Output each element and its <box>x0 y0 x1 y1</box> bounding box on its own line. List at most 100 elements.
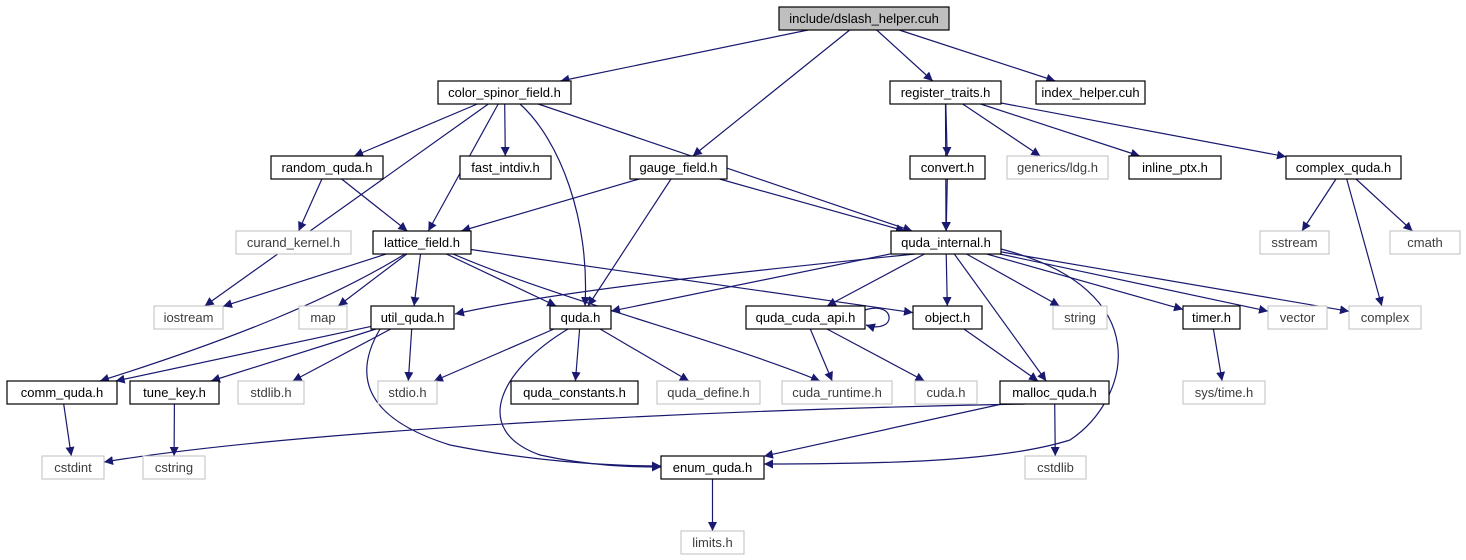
node-label-vec: vector <box>1280 310 1316 325</box>
node-label-cstdint: cstdint <box>54 460 92 475</box>
edge-quda-to-eq <box>499 328 662 472</box>
node-box-limits <box>680 530 745 555</box>
node-ldg[interactable]: generics/ldg.h <box>1006 155 1109 180</box>
node-limits[interactable]: limits.h <box>680 530 745 555</box>
node-lf[interactable]: lattice_field.h <box>372 230 472 255</box>
edge-obj-to-mq <box>963 328 1039 382</box>
edge-root-to-gf <box>692 29 851 157</box>
node-ios[interactable]: iostream <box>153 305 224 330</box>
node-box-uq <box>370 305 455 330</box>
node-stdio[interactable]: stdio.h <box>377 380 438 405</box>
node-qca[interactable]: quda_cuda_api.h <box>745 305 866 330</box>
node-label-cmath: cmath <box>1407 235 1442 250</box>
node-stdlib[interactable]: stdlib.h <box>237 380 305 405</box>
edge-uq-to-tk <box>210 328 377 383</box>
edge-gf-to-lf <box>461 178 640 233</box>
edge-qi-to-timer <box>986 253 1184 312</box>
node-cstring[interactable]: cstring <box>142 455 206 480</box>
node-label-rq: random_quda.h <box>281 160 372 175</box>
node-str[interactable]: string <box>1052 305 1108 330</box>
node-box-map <box>298 305 348 330</box>
node-label-mq: malloc_quda.h <box>1012 385 1097 400</box>
node-cq[interactable]: complex_quda.h <box>1285 155 1402 180</box>
node-label-qi: quda_internal.h <box>901 235 991 250</box>
node-qi[interactable]: quda_internal.h <box>890 230 1002 255</box>
node-label-conv: convert.h <box>921 160 974 175</box>
node-label-str: string <box>1064 310 1096 325</box>
node-csf[interactable]: color_spinor_field.h <box>437 80 572 105</box>
node-gf[interactable]: gauge_field.h <box>629 155 728 180</box>
node-box-comm <box>6 380 118 405</box>
node-iptx[interactable]: inline_ptx.h <box>1128 155 1222 180</box>
edge-mq-to-cstdint <box>103 403 1026 465</box>
node-comm[interactable]: comm_quda.h <box>6 380 118 405</box>
node-map[interactable]: map <box>298 305 348 330</box>
node-conv[interactable]: convert.h <box>909 155 986 180</box>
node-cmath[interactable]: cmath <box>1389 230 1461 255</box>
node-tk[interactable]: tune_key.h <box>129 380 220 405</box>
node-box-mq <box>999 380 1110 405</box>
node-cr[interactable]: cuda_runtime.h <box>781 380 893 405</box>
node-rq[interactable]: random_quda.h <box>270 155 384 180</box>
node-label-cuda: cuda.h <box>926 385 965 400</box>
node-label-uq: util_quda.h <box>381 310 445 325</box>
edge-qi-to-obj <box>942 253 952 307</box>
edge-mq-to-eq <box>763 403 1003 459</box>
node-box-quda <box>549 305 612 330</box>
node-eq[interactable]: enum_quda.h <box>660 455 765 480</box>
edge-qi-to-quda <box>610 253 892 314</box>
edge-qca-to-cr <box>809 328 833 382</box>
node-box-st <box>1182 380 1266 405</box>
node-cplx[interactable]: complex <box>1348 305 1422 330</box>
node-cstdlib[interactable]: cstdlib <box>1024 455 1087 480</box>
node-box-ss <box>1259 230 1330 255</box>
node-st[interactable]: sys/time.h <box>1182 380 1266 405</box>
edge-comm-to-cstdint <box>63 403 75 457</box>
node-label-comm: comm_quda.h <box>21 385 103 400</box>
node-ss[interactable]: sstream <box>1259 230 1330 255</box>
node-box-vec <box>1267 305 1328 330</box>
node-label-gf: gauge_field.h <box>639 160 717 175</box>
node-qc[interactable]: quda_constants.h <box>510 380 639 405</box>
node-cstdint[interactable]: cstdint <box>41 455 105 480</box>
node-root[interactable]: include/dslash_helper.cuh <box>778 6 950 31</box>
node-box-qi <box>890 230 1002 255</box>
node-label-ck: curand_kernel.h <box>247 235 340 250</box>
edge-csf-to-quda <box>519 103 591 307</box>
node-mq[interactable]: malloc_quda.h <box>999 380 1110 405</box>
node-label-rt: register_traits.h <box>901 85 991 100</box>
node-box-cr <box>781 380 893 405</box>
node-cuda[interactable]: cuda.h <box>914 380 978 405</box>
edge-lf-to-uq <box>410 253 422 307</box>
edge-rt-to-iptx <box>980 103 1140 158</box>
node-box-iptx <box>1128 155 1222 180</box>
node-box-stdlib <box>237 380 305 405</box>
edge-qi-to-str <box>966 253 1060 307</box>
node-timer[interactable]: timer.h <box>1182 305 1241 330</box>
node-label-map: map <box>310 310 335 325</box>
node-ck[interactable]: curand_kernel.h <box>235 230 352 255</box>
node-ih[interactable]: index_helper.cuh <box>1035 80 1146 105</box>
node-label-obj: object.h <box>925 310 971 325</box>
node-obj[interactable]: object.h <box>912 305 983 330</box>
node-label-qca: quda_cuda_api.h <box>756 310 856 325</box>
node-vec[interactable]: vector <box>1267 305 1328 330</box>
node-rt[interactable]: register_traits.h <box>889 80 1002 105</box>
node-label-quda: quda.h <box>561 310 601 325</box>
edge-root-to-rt <box>876 29 934 82</box>
node-box-lf <box>372 230 472 255</box>
node-uq[interactable]: util_quda.h <box>370 305 455 330</box>
node-label-cr: cuda_runtime.h <box>792 385 882 400</box>
node-label-timer: timer.h <box>1192 310 1231 325</box>
node-label-fi: fast_intdiv.h <box>471 160 539 175</box>
node-fi[interactable]: fast_intdiv.h <box>459 155 552 180</box>
node-qd[interactable]: quda_define.h <box>656 380 761 405</box>
node-box-qc <box>510 380 639 405</box>
edge-rt-to-cq <box>1000 102 1287 160</box>
node-box-gf <box>629 155 728 180</box>
node-box-rq <box>270 155 384 180</box>
node-label-cplx: complex <box>1361 310 1410 325</box>
node-quda[interactable]: quda.h <box>549 305 612 330</box>
node-box-tk <box>129 380 220 405</box>
